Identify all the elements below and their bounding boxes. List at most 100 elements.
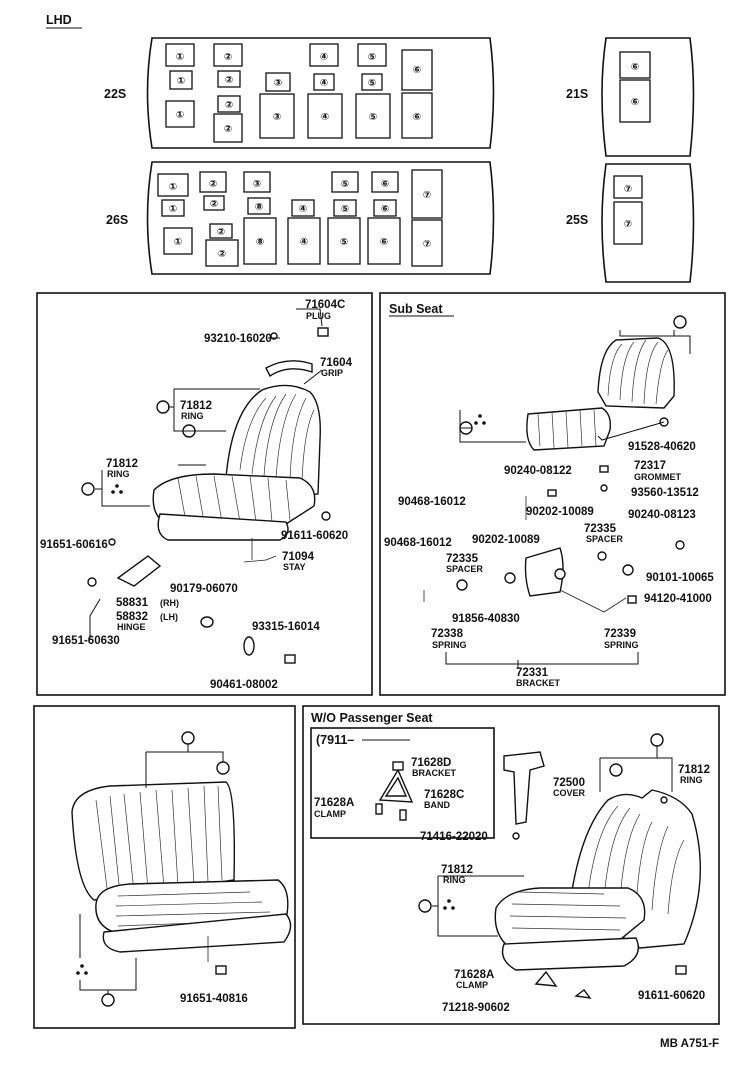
part-90179-06070: 90179-06070 — [170, 583, 238, 595]
svg-text:⑤: ⑤ — [340, 237, 348, 248]
label-band: BAND — [424, 800, 450, 810]
label-bracket-inset: BRACKET — [412, 768, 457, 778]
part-91856-40830: 91856-40830 — [452, 613, 520, 625]
part-58832: 58832 — [116, 611, 148, 623]
part-91611-60620: 91611-60620 — [281, 530, 348, 542]
part-71628a: 71628A — [454, 969, 494, 981]
part-71812-ring-top: 71812 — [678, 764, 710, 776]
part-90461-08002: 90461-08002 — [210, 679, 278, 691]
sub-seat-title: Sub Seat — [389, 302, 443, 316]
svg-text:④: ④ — [300, 237, 308, 248]
svg-text:⑥: ⑥ — [631, 97, 639, 108]
part-71218-90602: 71218-90602 — [442, 1002, 510, 1014]
label-hinge: HINGE — [117, 622, 146, 632]
svg-text:①: ① — [174, 237, 182, 248]
part-71604c: 71604C — [305, 299, 345, 311]
part-93315-16014: 93315-16014 — [252, 621, 320, 633]
label-lh: (LH) — [160, 612, 178, 622]
part-91651-60630: 91651-60630 — [52, 635, 120, 647]
label-clamp: CLAMP — [456, 980, 488, 990]
part-90240-08123: 90240-08123 — [628, 509, 696, 521]
svg-text:④: ④ — [320, 78, 328, 89]
svg-text:③: ③ — [274, 78, 282, 89]
svg-text:⑥: ⑥ — [381, 204, 389, 215]
part-91611-60620-passenger: 91611-60620 — [638, 990, 705, 1002]
label-spacer-upper: SPACER — [586, 534, 623, 544]
svg-text:⑥: ⑥ — [413, 65, 421, 76]
region-label: LHD — [46, 13, 72, 27]
svg-text:⑤: ⑤ — [369, 112, 377, 123]
drawing-code: MB A751-F — [660, 1038, 719, 1050]
svg-text:④: ④ — [299, 204, 307, 215]
layout-code-26s: 26S — [106, 213, 128, 227]
wo-passenger-seat-panel — [302, 705, 720, 1025]
svg-text:①: ① — [169, 182, 177, 193]
part-71812-ring-lower: 71812 — [106, 458, 138, 470]
part-72331: 72331 — [516, 667, 549, 679]
wo-passenger-title: W/O Passenger Seat — [311, 711, 433, 725]
part-91651-40816: 91651-40816 — [180, 993, 248, 1005]
layout-25s: 25S ⑦ ⑦ — [566, 163, 695, 283]
svg-text:⑥: ⑥ — [631, 62, 639, 73]
svg-text:①: ① — [177, 76, 185, 87]
svg-text:⑦: ⑦ — [423, 239, 431, 250]
svg-text:④: ④ — [321, 112, 329, 123]
part-71812-ring-upper: 71812 — [180, 400, 212, 412]
sub-seat-panel — [379, 292, 726, 696]
layout-code-22s: 22S — [104, 87, 126, 101]
part-71094: 71094 — [282, 551, 315, 563]
label-clamp-inset: CLAMP — [314, 809, 346, 819]
svg-text:⑥: ⑥ — [381, 179, 389, 190]
label-ring-top: RING — [680, 775, 703, 785]
part-72317: 72317 — [634, 460, 666, 472]
label-stay: STAY — [283, 562, 306, 572]
part-90468-16012-lower: 90468-16012 — [384, 537, 452, 549]
svg-text:⑥: ⑥ — [380, 237, 388, 248]
svg-text:⑧: ⑧ — [256, 237, 264, 248]
layout-26s: 26S ① ① ① ② ② ② ② ③ ⑧ ⑧ ④ ④ ⑤ ⑤ ⑤ ⑥ ⑥ — [106, 161, 495, 275]
layout-code-25s: 25S — [566, 213, 588, 227]
part-90101-10065: 90101-10065 — [646, 572, 714, 584]
part-94120-41000: 94120-41000 — [644, 593, 712, 605]
svg-text:⑥: ⑥ — [413, 112, 421, 123]
svg-text:⑤: ⑤ — [368, 78, 376, 89]
part-72335-lower: 72335 — [446, 553, 479, 565]
part-90468-16012-upper: 90468-16012 — [398, 496, 466, 508]
part-71416-22020: 71416-22020 — [420, 831, 488, 843]
svg-text:①: ① — [169, 204, 177, 215]
part-72338: 72338 — [431, 628, 464, 640]
label-spring-left: SPRING — [432, 640, 467, 650]
part-90202-10089-upper: 90202-10089 — [526, 506, 594, 518]
part-93560-13512: 93560-13512 — [631, 487, 699, 499]
svg-text:①: ① — [176, 110, 184, 121]
svg-text:②: ② — [225, 100, 233, 111]
svg-text:③: ③ — [253, 179, 261, 190]
part-71812-ring-side: 71812 — [441, 864, 473, 876]
part-71628d: 71628D — [411, 757, 451, 769]
label-grip: GRIP — [321, 368, 343, 378]
svg-text:⑤: ⑤ — [368, 52, 376, 63]
svg-text:⑦: ⑦ — [423, 190, 431, 201]
label-rh: (RH) — [160, 598, 179, 608]
svg-text:⑤: ⑤ — [341, 204, 349, 215]
label-grommet: GROMMET — [634, 472, 681, 482]
svg-text:⑦: ⑦ — [624, 184, 632, 195]
svg-text:③: ③ — [273, 112, 281, 123]
label-spacer-lower: SPACER — [446, 564, 483, 574]
part-93210-16020: 93210-16020 — [204, 333, 272, 345]
layout-21s: 21S ⑥ ⑥ — [566, 37, 695, 157]
part-71628a-inset: 71628A — [314, 797, 354, 809]
part-58831: 58831 — [116, 597, 149, 609]
label-spring-right: SPRING — [604, 640, 639, 650]
bench-seat-panel — [33, 705, 296, 1029]
date-range: (7911– — [316, 733, 354, 747]
svg-text:②: ② — [225, 75, 233, 86]
part-72500: 72500 — [553, 777, 585, 789]
part-72339: 72339 — [604, 628, 636, 640]
svg-text:②: ② — [224, 124, 232, 135]
label-ring-side: RING — [443, 875, 466, 885]
label-cover: COVER — [553, 788, 586, 798]
layout-22s: 22S ① ① ① ② ② ② ② ③ ③ ④ ④ ④ ⑤ ⑤ ⑤ ⑥ ⑥ — [104, 37, 495, 149]
layout-code-21s: 21S — [566, 87, 588, 101]
